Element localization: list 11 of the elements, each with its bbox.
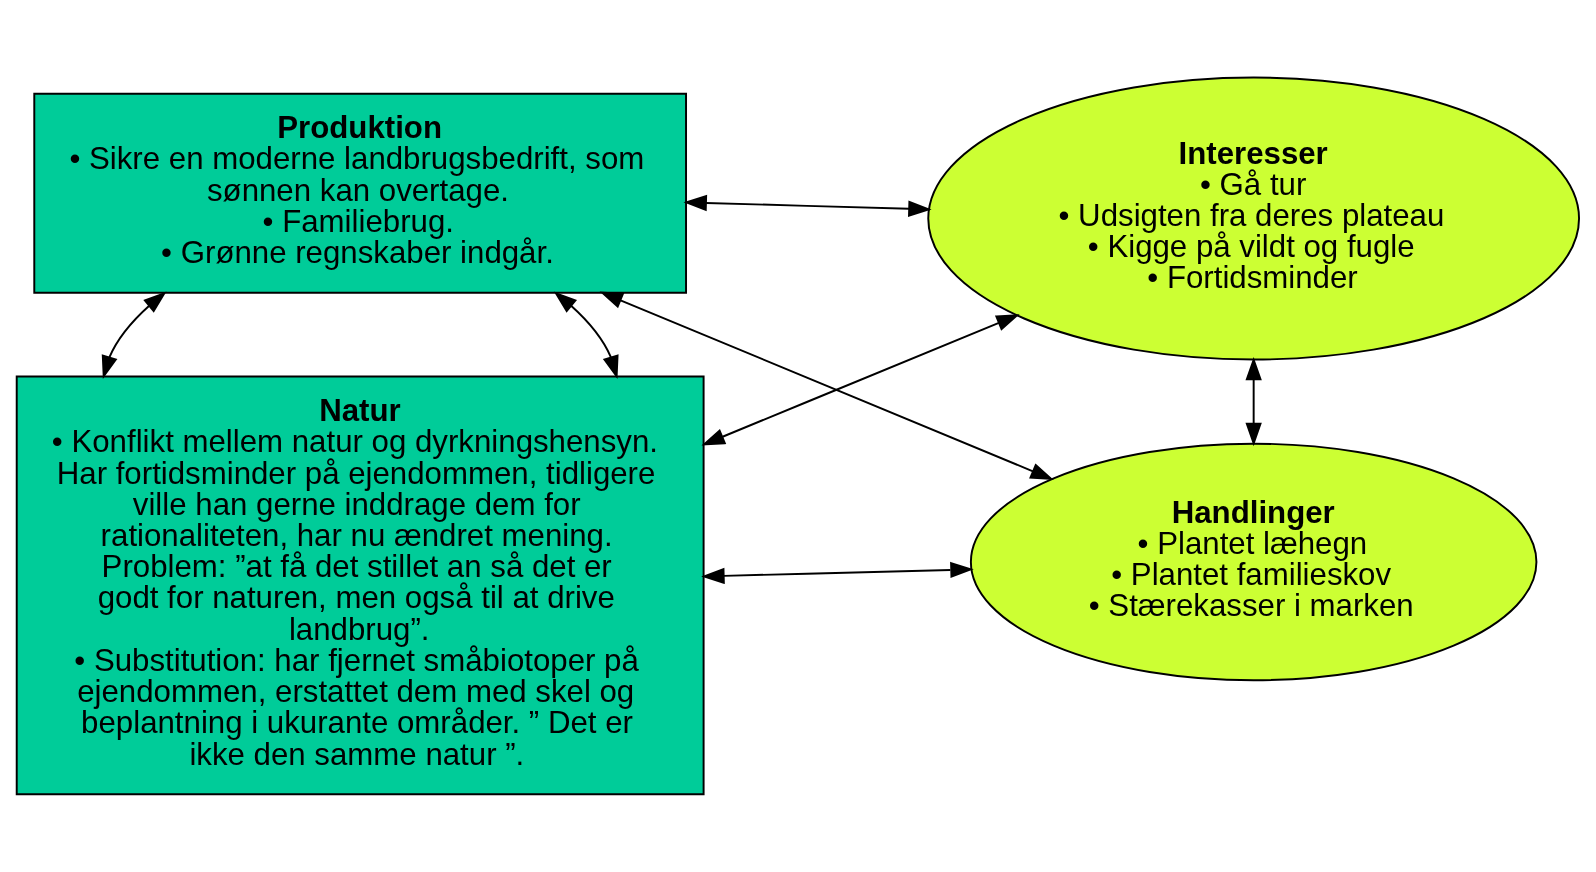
arrow xyxy=(1245,356,1262,447)
arrow xyxy=(599,291,1054,480)
arrow xyxy=(101,291,167,380)
node-ellipse: Handlinger • Plantet læhegn • Plantet familieskov • Stærekasser i marken xyxy=(969,442,1538,682)
node-box: Produktion • Sikre en moderne landbrugsbedrift, som sønnen kan overtage. • Familiebrug. • Grønne regnskaber indgår. xyxy=(33,92,687,294)
node-ellipse: Interesser • Gå tur • Udsigten fra deres plateau • Kigge på vildt og fugle • Fortidsminder xyxy=(927,76,1581,361)
arrow xyxy=(553,291,619,380)
arrow xyxy=(701,561,974,585)
arrow xyxy=(701,314,1020,446)
node-box: Natur • Konflikt mellem natur og dyrkningshensyn. Har fortidsminder på ejendommen, tidligere ville han gerne inddrage dem for rationaliteten, har nu ændret mening. Problem: ”at få det stillet an så det er godt for naturen, men også til at drive landbrug”. • Substitution: har fjernet småbiotoper på ejendommen, erstattet dem med skel og beplantning i ukurante områder. ” Det er ikke den samme natur ”. xyxy=(15,375,705,796)
arrow xyxy=(683,194,932,217)
